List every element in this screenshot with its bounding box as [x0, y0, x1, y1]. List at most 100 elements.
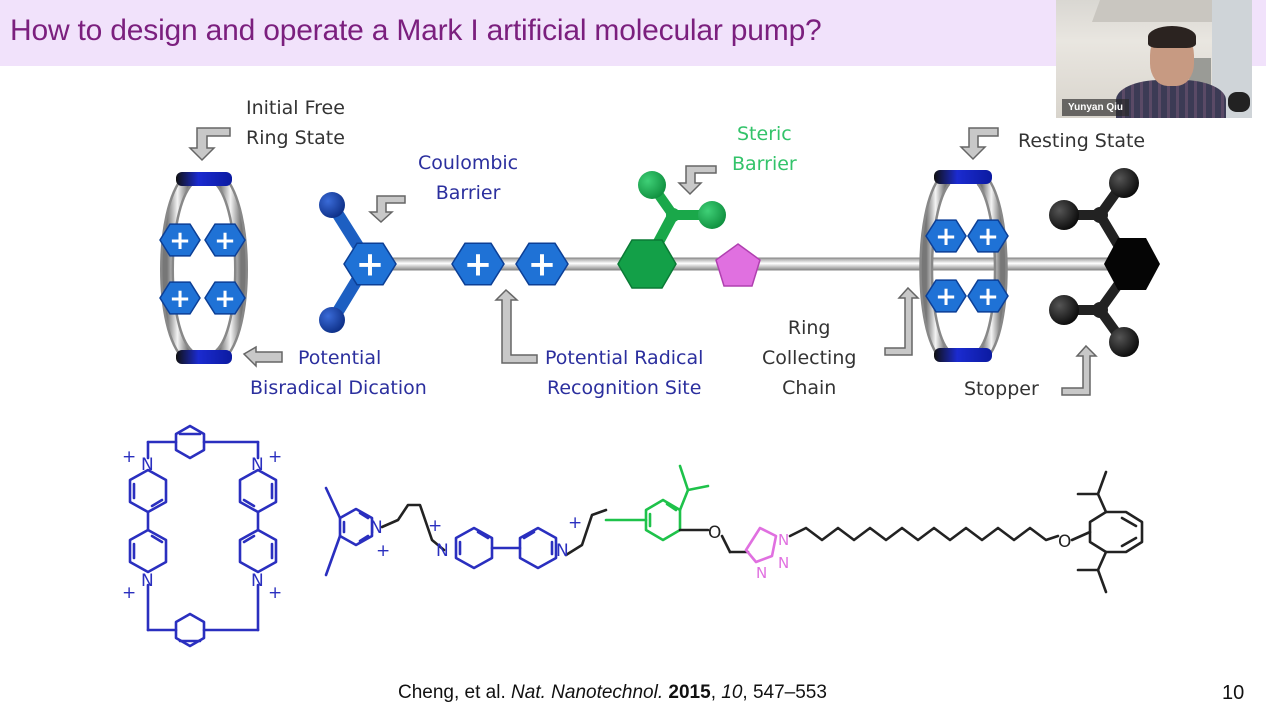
- charge-plus: +: [376, 541, 390, 561]
- viologen-hexagon: [925, 279, 967, 313]
- citation: Cheng, et al. Nat. Nanotechnol. 2015, 10…: [398, 682, 827, 703]
- hexagon-layer: + + + + + + + + + + +: [159, 219, 1009, 315]
- participant-body: [1116, 80, 1226, 118]
- n-atom: N: [778, 554, 789, 572]
- viologen-hexagon: [204, 281, 246, 315]
- n-atom: N: [778, 531, 789, 549]
- label-initial-free-ring-state: Initial Free Ring State: [246, 97, 345, 149]
- arrow-initial-ring: [188, 127, 231, 162]
- green-joint: [666, 208, 680, 222]
- viologen-hexagon: [159, 281, 201, 315]
- plus-charge-icon: +: [169, 226, 191, 256]
- o-atom: O: [708, 523, 721, 543]
- viologen-unit: [454, 526, 558, 570]
- n-atom: N: [756, 564, 767, 582]
- slide-page-number: 10: [1222, 682, 1245, 704]
- plus-charge-icon: +: [214, 284, 236, 314]
- video-chair: [1228, 92, 1250, 112]
- plus-charge-icon: +: [464, 245, 493, 285]
- viologen-hexagon: [204, 223, 246, 257]
- pyridinium-stopper: [324, 486, 374, 577]
- arrow-recognition: [494, 288, 538, 364]
- video-participant-tile[interactable]: Yunyan Qiu: [1056, 0, 1252, 118]
- label-ring-collecting-chain: Ring Collecting Chain: [762, 317, 857, 399]
- n-atom: N: [556, 541, 569, 561]
- n-atom: N: [251, 571, 264, 591]
- slide-title: How to design and operate a Mark I artif…: [10, 14, 822, 47]
- green-ball: [698, 201, 726, 229]
- label-coulombic-barrier: Coulombic Barrier: [418, 152, 519, 204]
- n-atom: N: [141, 455, 154, 475]
- label-stopper: Stopper: [964, 378, 1039, 400]
- arrow-coulombic: [368, 195, 406, 224]
- plus-charge-icon: +: [356, 245, 385, 285]
- stopper-hexagon: [1104, 238, 1160, 290]
- arrow-steric: [677, 165, 717, 196]
- stopper-group: [1049, 168, 1160, 357]
- atom-labels: N + N + N + N + N + N + N + O N N N O: [122, 447, 1071, 603]
- arrow-collecting: [884, 286, 920, 356]
- n-atom: N: [141, 571, 154, 591]
- citation-pages: 547–553: [752, 682, 827, 703]
- viologen-hexagon: [451, 242, 505, 286]
- viologen-hexagon: [515, 242, 569, 286]
- o-atom: O: [1058, 532, 1071, 552]
- video-ceiling: [1091, 0, 1221, 22]
- viologen-hexagon: [967, 279, 1009, 313]
- viologen-hexagon: [967, 219, 1009, 253]
- threaded-ring-cbpqt: [919, 170, 1008, 362]
- steric-hexagon: [617, 239, 677, 289]
- pointer-arrows: [188, 127, 1098, 396]
- plus-charge-icon: +: [977, 282, 999, 312]
- charge-plus: +: [428, 516, 442, 536]
- arrow-final-ring: [959, 127, 999, 161]
- viologen-hexagon: [159, 223, 201, 257]
- aryl-stopper: [1070, 470, 1144, 594]
- charge-plus: +: [268, 583, 282, 603]
- slide-title-bar: How to design and operate a Mark I artif…: [0, 0, 1266, 66]
- label-potential-bisradical-dication: Potential Bisradical Dication: [250, 347, 427, 399]
- charge-plus: +: [268, 447, 282, 467]
- n-atom: N: [436, 541, 449, 561]
- plus-charge-icon: +: [169, 284, 191, 314]
- green-ball: [638, 171, 666, 199]
- charge-plus: +: [122, 583, 136, 603]
- plus-charge-icon: +: [528, 245, 557, 285]
- alkyl-chain: [788, 526, 1060, 542]
- viologen-hexagon: [925, 219, 967, 253]
- triazole-pentagon: [715, 243, 761, 287]
- n-atom: N: [370, 518, 383, 538]
- black-ball: [1109, 168, 1139, 198]
- label-potential-radical-recognition-site: Potential Radical Recognition Site: [545, 347, 704, 399]
- plus-charge-icon: +: [977, 222, 999, 252]
- citation-journal: Nat. Nanotechnol.: [511, 682, 664, 703]
- chemical-structure: [128, 424, 1144, 648]
- arrow-stopper: [1061, 344, 1098, 396]
- ring-cap-bottom: [934, 348, 992, 362]
- plus-charge-icon: +: [214, 226, 236, 256]
- arrow-bisradical: [242, 345, 283, 368]
- citation-authors: Cheng, et al.: [398, 682, 506, 703]
- triazole-unit: [744, 526, 778, 564]
- black-ball: [1049, 200, 1079, 230]
- label-steric-barrier: Steric Barrier: [732, 123, 797, 175]
- citation-volume: 10: [721, 682, 743, 703]
- blue-ball: [319, 192, 345, 218]
- black-ball: [1049, 295, 1079, 325]
- viologen-hexagon: [343, 242, 397, 286]
- charge-plus: +: [568, 513, 582, 533]
- n-atom: N: [251, 455, 264, 475]
- ring-cap-top: [934, 170, 992, 184]
- free-ring-cbpqt: [160, 172, 248, 364]
- blue-ball: [319, 307, 345, 333]
- participant-name-tag: Yunyan Qiu: [1062, 99, 1130, 116]
- plus-charge-icon: +: [935, 222, 957, 252]
- charge-plus: +: [122, 447, 136, 467]
- plus-charge-icon: +: [935, 282, 957, 312]
- ring-cap-top: [176, 172, 232, 186]
- citation-year: 2015: [668, 682, 711, 703]
- participant-hair: [1148, 26, 1196, 48]
- ring-cap-bottom: [176, 350, 232, 364]
- cbpqt-structure: [128, 424, 278, 648]
